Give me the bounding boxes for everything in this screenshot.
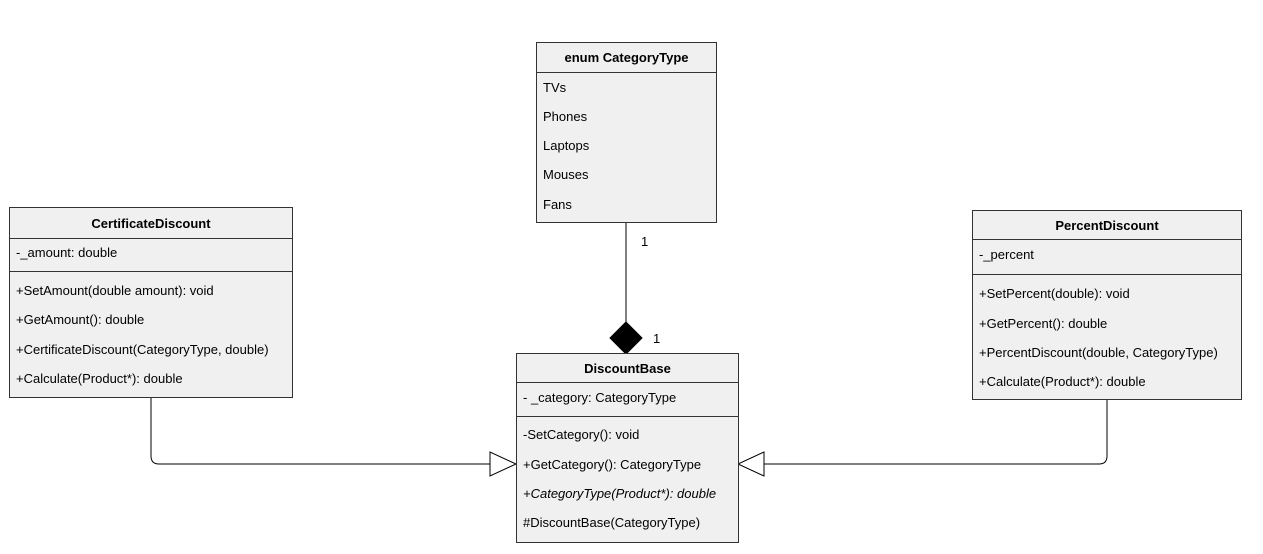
certificate-discount-title: CertificateDiscount (10, 208, 292, 239)
discount-base-fields-section: - _category: CategoryType (517, 383, 738, 416)
percent-methods-section: +SetPercent(double): void +GetPercent():… (973, 274, 1241, 399)
discount-base-methods-section: -SetCategory(): void +GetCategory(): Cat… (517, 416, 738, 542)
field: -_amount: double (16, 245, 118, 260)
abstract-method: +CategoryType(Product*): double (523, 486, 717, 501)
enum-category-type-box[interactable]: enum CategoryType TVs Phones Laptops Mou… (536, 42, 717, 223)
method: +GetCategory(): CategoryType (523, 457, 702, 472)
method: +GetPercent(): double (979, 316, 1108, 331)
discount-base-box[interactable]: DiscountBase - _category: CategoryType -… (516, 353, 739, 543)
field: -_percent (979, 247, 1034, 262)
certificate-fields-section: -_amount: double (10, 239, 292, 271)
enum-value: Fans (543, 197, 572, 212)
method: +SetAmount(double amount): void (16, 283, 214, 298)
inheritance-arrowhead-certificate (489, 451, 518, 477)
method: +PercentDiscount(double, CategoryType) (979, 345, 1218, 360)
composition-diamond (609, 321, 643, 355)
enum-value: TVs (543, 80, 567, 95)
field: - _category: CategoryType (523, 390, 677, 405)
certificate-discount-box[interactable]: CertificateDiscount -_amount: double +Se… (9, 207, 293, 398)
certificate-methods-section: +SetAmount(double amount): void +GetAmou… (10, 271, 292, 397)
method: +Calculate(Product*): double (16, 371, 183, 386)
percent-discount-title: PercentDiscount (973, 211, 1241, 240)
method: +CertificateDiscount(CategoryType, doubl… (16, 342, 269, 357)
enum-value: Laptops (543, 138, 590, 153)
composition-target-multiplicity: 1 (653, 331, 661, 346)
inheritance-line-certificate[interactable] (150, 398, 490, 465)
percent-discount-box[interactable]: PercentDiscount -_percent +SetPercent(do… (972, 210, 1242, 400)
method: +GetAmount(): double (16, 312, 145, 327)
inheritance-arrowhead-percent (736, 451, 765, 477)
discount-base-title: DiscountBase (517, 354, 738, 383)
percent-fields-section: -_percent (973, 240, 1241, 274)
enum-values-section: TVs Phones Laptops Mouses Fans (537, 73, 716, 222)
method: #DiscountBase(CategoryType) (523, 515, 701, 530)
method: +Calculate(Product*): double (979, 374, 1146, 389)
enum-title: enum CategoryType (537, 43, 716, 73)
enum-value: Mouses (543, 167, 589, 182)
inheritance-line-percent[interactable] (764, 400, 1108, 465)
composition-source-multiplicity: 1 (641, 234, 649, 249)
method: +SetPercent(double): void (979, 286, 1130, 301)
method: -SetCategory(): void (523, 427, 640, 442)
enum-value: Phones (543, 109, 588, 124)
